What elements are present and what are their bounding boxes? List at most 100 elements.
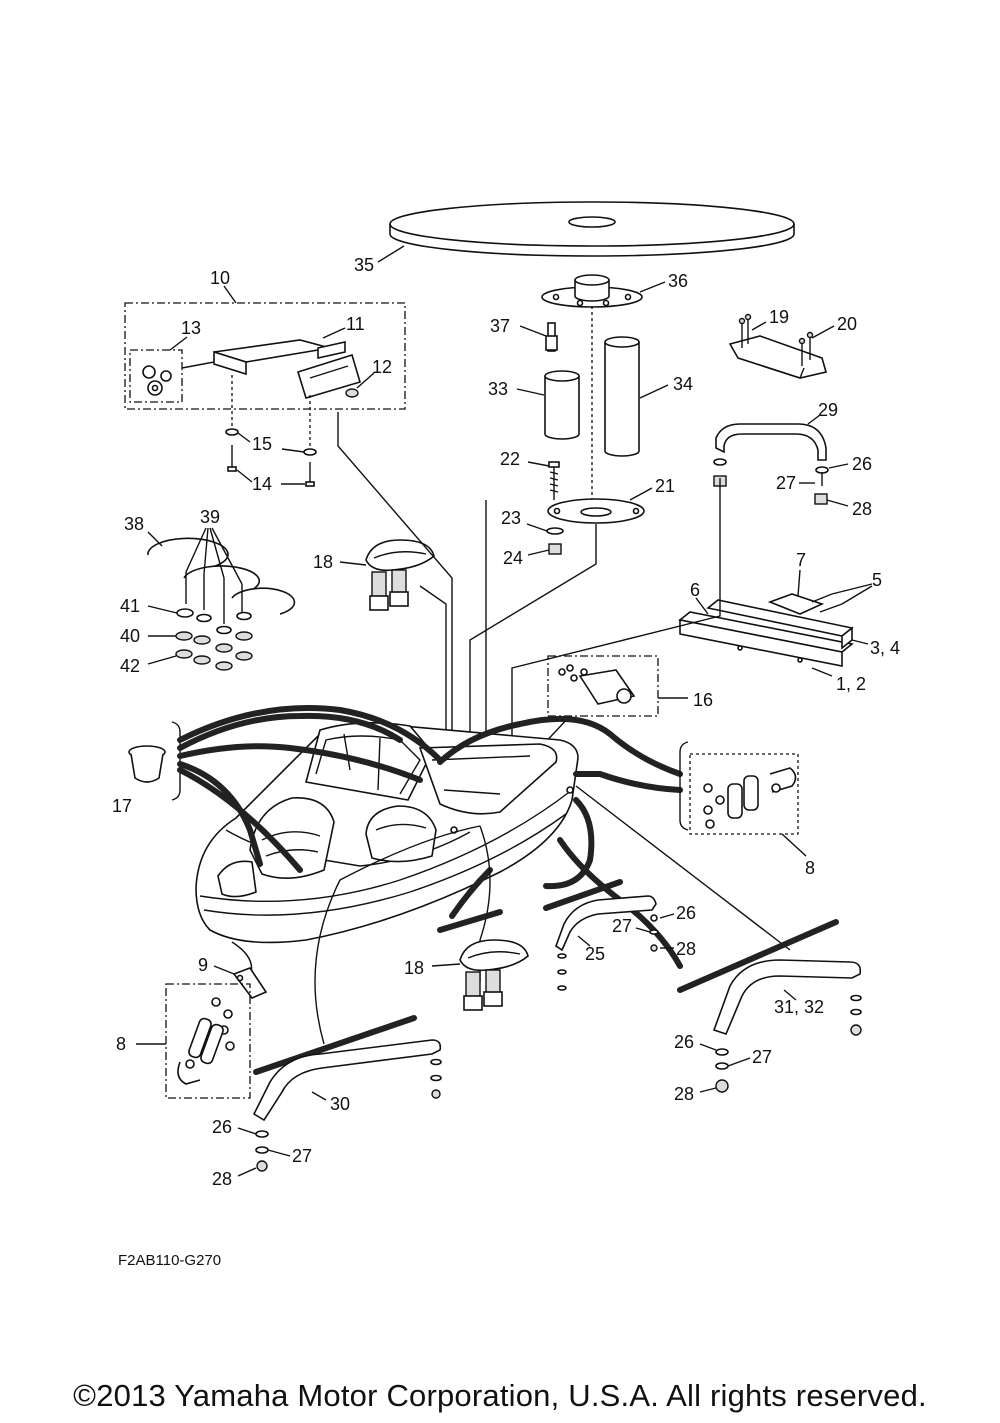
group-box-13 [129, 349, 183, 403]
boat-hull [195, 722, 579, 944]
callout-10: 10 [210, 268, 230, 288]
pad-19 [728, 335, 828, 379]
callout-26-top: 26 [852, 454, 872, 474]
washer-23 [546, 527, 564, 535]
rail-channels-1-4 [678, 599, 854, 667]
drawing-code: F2AB110-G270 [118, 1252, 222, 1269]
cleat-18-upper [365, 539, 435, 611]
screw-22 [548, 461, 560, 500]
tow-eye-8-right [703, 767, 797, 829]
callout-27-right: 27 [752, 1047, 772, 1067]
callout-5: 5 [872, 570, 882, 590]
fasteners-31-32 [850, 994, 862, 1036]
callout-14: 14 [252, 474, 272, 494]
copyright-notice: ©2013 Yamaha Motor Corporation, U.S.A. A… [73, 1378, 927, 1413]
pedestal-cap-36 [541, 274, 643, 308]
callout-42: 42 [120, 656, 140, 676]
callout-1-2: 1, 2 [836, 674, 866, 694]
group-box-8-left [165, 983, 251, 1099]
cup-rings-38 [147, 537, 296, 615]
callout-35: 35 [354, 255, 374, 275]
bolt-37 [545, 322, 558, 352]
callout-40: 40 [120, 626, 140, 646]
callout-25: 25 [585, 944, 605, 964]
switch-16 [558, 664, 636, 705]
cap-12 [345, 388, 359, 398]
callout-27-top: 27 [776, 473, 796, 493]
callout-6: 6 [690, 580, 700, 600]
nut-28-top-b [814, 493, 828, 505]
callout-13: 13 [181, 318, 201, 338]
washer-15a [225, 428, 239, 436]
callout-3-4: 3, 4 [870, 638, 900, 658]
callout-21: 21 [655, 476, 675, 496]
washer-26-left [255, 1130, 269, 1138]
callout-26-right: 26 [674, 1032, 694, 1052]
table-top-35 [389, 201, 795, 257]
callout-8-left: 8 [116, 1034, 126, 1054]
washer-15b [303, 448, 317, 456]
group-box-16 [547, 655, 659, 717]
callout-17: 17 [112, 796, 132, 816]
callout-11: 11 [346, 314, 365, 334]
screw-14a [227, 445, 237, 472]
washer-26-right [715, 1048, 729, 1056]
nut-28-left [256, 1160, 268, 1172]
fasteners-25 [557, 914, 659, 991]
callout-33: 33 [488, 379, 508, 399]
callout-27-left: 27 [292, 1146, 312, 1166]
callout-37: 37 [490, 316, 510, 336]
bracket-9 [232, 967, 268, 999]
cover-7 [767, 593, 825, 615]
base-plate-21 [547, 498, 645, 524]
screws-5 [811, 593, 843, 613]
grab-rail-25 [555, 895, 657, 952]
grab-rail-29 [715, 423, 827, 461]
callout-8-right: 8 [805, 858, 815, 878]
callout-28-mid: 28 [676, 939, 696, 959]
grab-rail-30 [252, 1039, 442, 1122]
callout-24: 24 [503, 548, 523, 568]
callout-16: 16 [693, 690, 713, 710]
callout-34: 34 [673, 374, 693, 394]
callout-9: 9 [198, 955, 208, 975]
callout-22: 22 [500, 449, 520, 469]
callout-38: 38 [124, 514, 144, 534]
callout-15: 15 [252, 434, 272, 454]
callout-29: 29 [818, 400, 838, 420]
washers-41 [176, 608, 252, 635]
grommets-40 [175, 631, 253, 653]
callout-36: 36 [668, 271, 688, 291]
frame-bracket-11 [213, 339, 361, 399]
callout-18-lower: 18 [404, 958, 424, 978]
bushings-13 [142, 365, 172, 396]
washer-27-left [255, 1146, 269, 1154]
fasteners-30 [430, 1058, 442, 1099]
group-box-8-right [689, 753, 799, 835]
callout-18-upper: 18 [313, 552, 333, 572]
post-long-34 [604, 336, 640, 457]
washer-26-top-a [713, 458, 727, 466]
post-short-33 [544, 370, 580, 440]
callout-26-left: 26 [212, 1117, 232, 1137]
washer-27-right [715, 1062, 729, 1070]
grab-rail-31-32 [712, 959, 862, 1035]
callout-19: 19 [769, 307, 789, 327]
callout-26-mid: 26 [676, 903, 696, 923]
nuts-42 [175, 649, 253, 671]
callout-30: 30 [330, 1094, 350, 1114]
screws-20 [738, 313, 814, 366]
group-box-10 [124, 302, 406, 410]
tow-eye-8-left [177, 997, 235, 1085]
callout-39: 39 [200, 507, 220, 527]
callout-7: 7 [796, 550, 806, 570]
cleat-18-lower [459, 939, 529, 1011]
screws-39 [185, 572, 243, 624]
screw-14b [305, 462, 315, 487]
nut-28-right [715, 1079, 729, 1093]
callout-28-top: 28 [852, 499, 872, 519]
callout-28-right: 28 [674, 1084, 694, 1104]
callout-31-32: 31, 32 [774, 997, 824, 1017]
callout-12: 12 [372, 357, 392, 377]
